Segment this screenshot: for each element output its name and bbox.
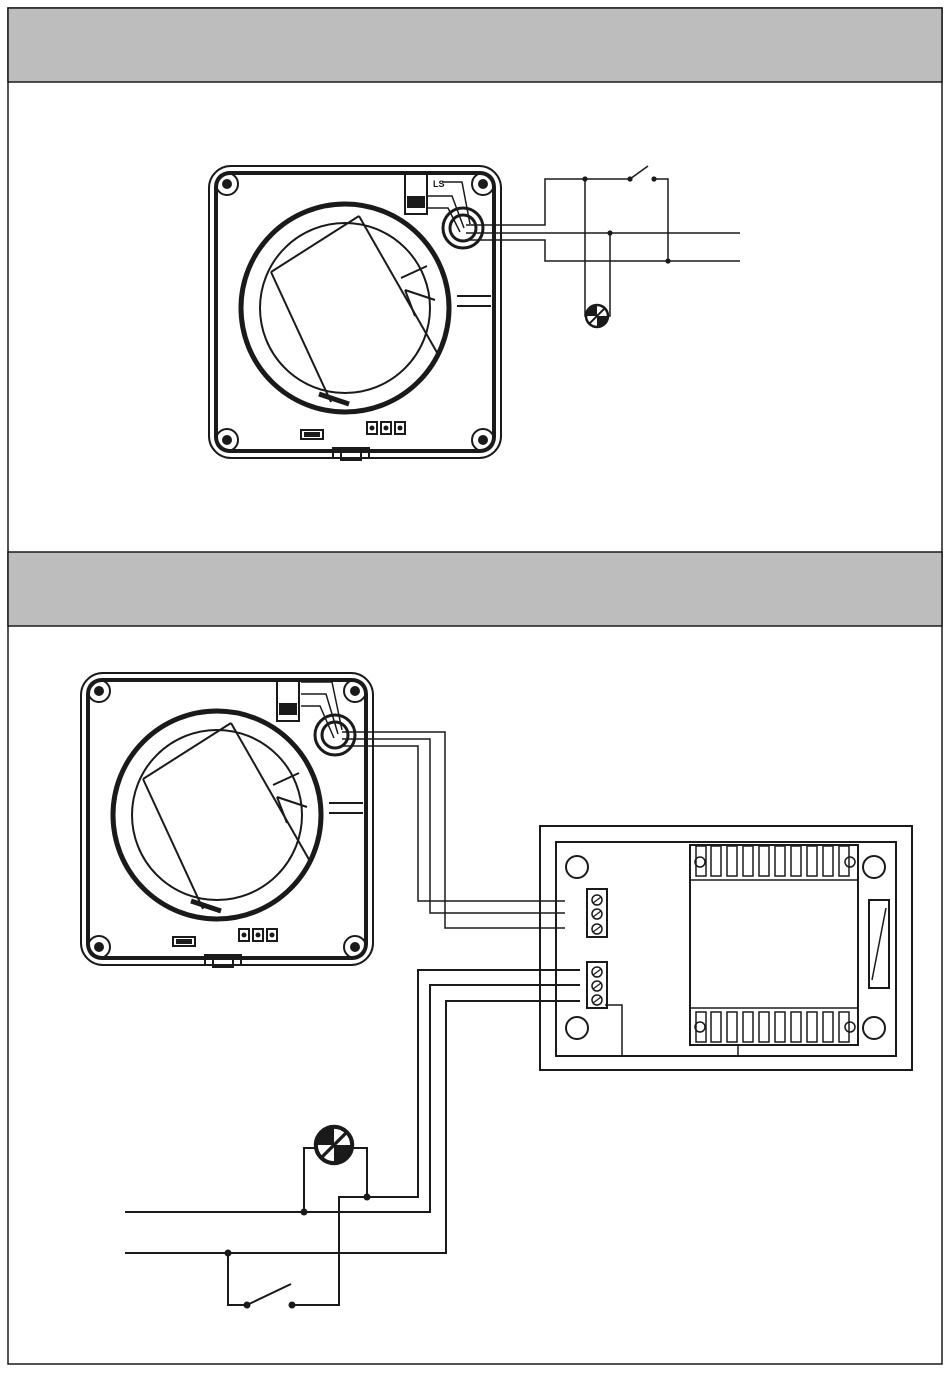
diagram-1: LS [209, 166, 740, 460]
lamp-2 [316, 1127, 352, 1163]
terminal-label-ls: LS [433, 179, 445, 189]
terminal-block-lower [587, 962, 607, 1008]
wire-fan-to-box-3 [342, 746, 565, 901]
wire-fan-to-box-1 [342, 732, 565, 928]
diagram-2 [81, 673, 912, 1309]
lamp-2-wire-right [352, 1148, 367, 1197]
wire-box-to-live [125, 985, 580, 1212]
switch-1-blade [630, 166, 648, 179]
switch-2-wire-left [228, 1253, 247, 1305]
lamp-2-wire-left [304, 1148, 316, 1212]
pcb-pins-top [690, 846, 858, 880]
wire-switched-live [466, 179, 630, 225]
fan-unit-2 [81, 673, 373, 967]
wire-box-to-lamp [367, 970, 580, 1197]
wire-neutral [466, 240, 740, 261]
switch-1-wire [654, 179, 668, 261]
pcb-pins-bottom [690, 1008, 858, 1042]
lamp-1-wire [585, 179, 610, 316]
section-2-header-band [8, 552, 942, 626]
terminal-block-upper [587, 889, 607, 937]
switch-2-blade [247, 1284, 291, 1305]
section-1-header-band [8, 8, 942, 82]
wire-box-to-neutral [125, 1001, 580, 1253]
wire-fan-to-box-2 [342, 739, 565, 913]
internal-wire-l [428, 196, 464, 228]
timer-control-box [540, 826, 912, 1070]
internal-wire-2b [301, 694, 338, 734]
lamp-1 [586, 305, 608, 327]
